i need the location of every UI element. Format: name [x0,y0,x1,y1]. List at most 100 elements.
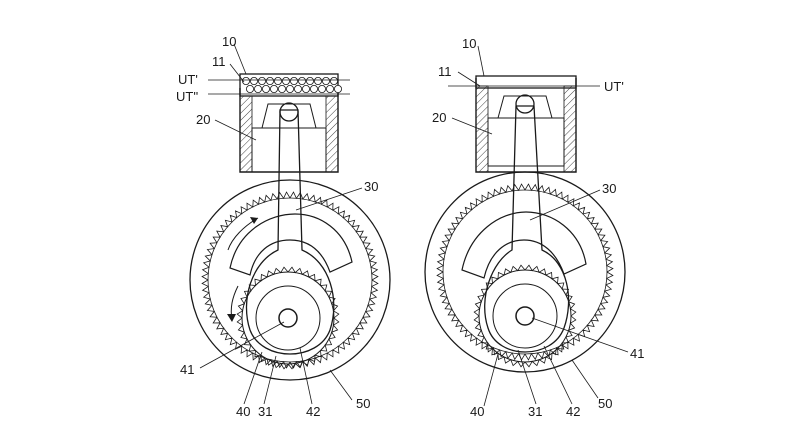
left-label-11: 11 [212,54,226,69]
ring-ball [257,77,266,86]
right-leader-30 [529,189,601,221]
right-piston-skirt [497,95,553,119]
ring-ball [253,85,262,94]
ring-ball [277,85,286,94]
left-piston-pin [279,102,299,122]
left-label-40: 40 [236,404,250,419]
ring-ball [333,85,342,94]
right-pin-ring [492,283,558,349]
left-piston-body [251,127,327,173]
ring-ball [309,85,318,94]
left-leader-41 [199,321,285,369]
left-arrowhead-top [250,217,258,224]
right-leader-11 [457,71,481,87]
left-leader-31 [263,355,277,405]
right-leader-40 [483,353,499,407]
left-label-ut2: UT'' [176,89,198,104]
left-label-20: 20 [196,112,210,127]
left-piston-head [239,73,339,97]
right-crank-pin [515,306,535,326]
left-cylinder-wall-r [325,95,339,173]
right-piston-head [475,75,577,89]
right-label-ut1: UT' [604,79,624,94]
ring-ball [269,85,278,94]
left-piston-rings [241,77,342,94]
left-outer-ring [189,179,391,381]
right-label-31: 31 [528,404,542,419]
ring-ball [249,77,258,86]
right-counterweight [461,211,587,279]
right-leader-20 [451,117,493,135]
ring-ball [265,77,274,86]
right-cylinder-wall-l [475,85,489,173]
ring-ball [261,85,270,94]
ring-ball [281,77,290,86]
ring-ball [325,85,334,94]
left-leader-10 [233,43,247,75]
ring-ball [313,77,322,86]
left-pinion [241,271,335,365]
left-leader-50 [329,369,353,401]
ring-ball [317,85,326,94]
right-outer-ring [424,171,626,373]
left-cylinder-wall-l [239,95,253,173]
ring-ball [301,85,310,94]
ring-ball [273,77,282,86]
right-piston-pin [515,94,535,114]
ring-ball [241,77,250,86]
right-cylinder [475,78,577,173]
left-internal-gear-teeth [201,191,379,369]
right-gear-teeth-path [436,183,614,361]
left-leader-30 [295,187,363,211]
ring-ball [329,77,338,86]
right-leader-50 [571,359,599,399]
left-piston-skirt [261,103,317,129]
left-label-ut1: UT' [178,72,198,87]
right-label-40: 40 [470,404,484,419]
left-crank-pin [278,308,298,328]
right-mechanism: 10 11 UT' 20 30 41 40 31 42 50 [424,36,644,419]
ring-ball [297,77,306,86]
ring-ball [289,77,298,86]
right-label-41: 41 [630,346,644,361]
right-leader-31 [517,349,537,405]
left-gear-teeth-path [201,191,379,369]
ring-ball [293,85,302,94]
left-counterweight [229,213,353,276]
left-gear-root [207,197,373,363]
ring-ball [245,85,254,94]
right-label-42: 42 [566,404,580,419]
ring-ball [305,77,314,86]
right-leader-41 [531,317,629,353]
left-label-41: 41 [180,362,194,377]
right-label-30: 30 [602,181,616,196]
left-mechanism: 10 11 UT' UT'' 20 30 41 40 31 42 50 [176,34,391,419]
left-pin-ring [255,285,321,351]
right-pinion [478,269,572,363]
right-leader-10 [477,45,485,77]
left-connecting-rod [245,109,335,355]
left-leader-40 [243,351,263,405]
right-cylinder-wall-r [563,85,577,173]
left-leader-42 [299,347,313,405]
right-internal-gear-teeth [436,183,614,361]
ring-ball [285,85,294,94]
left-label-42: 42 [306,404,320,419]
right-label-50: 50 [598,396,612,411]
right-piston-body [487,117,565,167]
right-label-10: 10 [462,36,476,51]
left-leader-20 [214,119,257,141]
left-arrowhead-bottom [227,314,236,322]
right-gear-root [442,189,608,355]
left-label-10: 10 [222,34,236,49]
left-label-31: 31 [258,404,272,419]
right-connecting-rod [484,105,570,353]
left-label-30: 30 [364,179,378,194]
left-label-50: 50 [356,396,370,411]
left-cylinder [239,88,339,173]
right-leader-42 [543,345,573,405]
ring-ball [321,77,330,86]
right-label-11: 11 [438,64,452,79]
left-leader-11 [229,63,245,83]
